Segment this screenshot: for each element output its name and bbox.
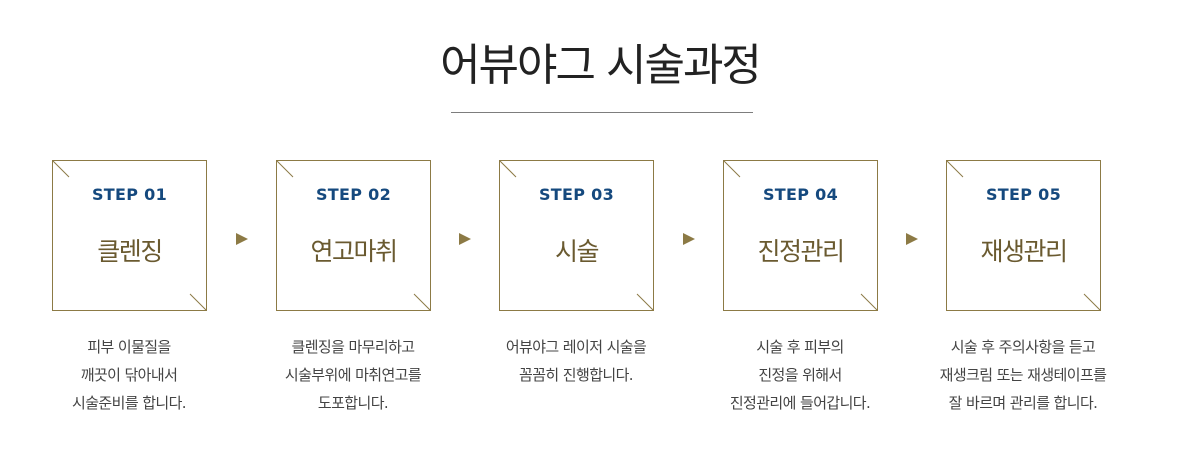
- step-box: [276, 160, 431, 311]
- desc-line: 클렌징을 마무리하고: [291, 338, 416, 356]
- step-box: [946, 160, 1101, 311]
- step-box: [723, 160, 878, 311]
- step-description-1: 피부 이물질을 깨끗이 닦아내서 시술준비를 합니다.: [19, 333, 239, 417]
- corner-deco-icon: [52, 160, 72, 180]
- desc-line: 시술 후 피부의: [756, 338, 844, 356]
- step-card-3: STEP 03 시술: [499, 160, 654, 311]
- corner-deco-icon: [723, 160, 743, 180]
- corner-deco-icon: [411, 291, 431, 311]
- corner-deco-icon: [499, 160, 519, 180]
- page-title: 어뷰야그 시술과정: [440, 40, 762, 91]
- desc-line: 시술부위에 마취연고를: [284, 366, 422, 384]
- arrow-right-icon: [683, 230, 695, 245]
- step-name: 연고마취: [310, 237, 398, 266]
- step-description-5: 시술 후 주의사항을 듣고 재생크림 또는 재생테이프를 잘 바르며 관리를 합…: [913, 333, 1133, 417]
- step-number: STEP 01: [91, 185, 168, 204]
- step-name: 재생관리: [980, 237, 1068, 266]
- desc-line: 진정관리에 들어갑니다.: [729, 394, 871, 412]
- corner-deco-icon: [187, 291, 207, 311]
- corner-deco-icon: [858, 291, 878, 311]
- title-divider: [451, 112, 753, 113]
- desc-line: 잘 바르며 관리를 합니다.: [948, 394, 1098, 412]
- desc-line: 진정을 위해서: [758, 366, 842, 384]
- step-box: [499, 160, 654, 311]
- corner-deco-icon: [634, 291, 654, 311]
- desc-line: 피부 이물질을: [87, 338, 171, 356]
- desc-line: 꼼꼼히 진행합니다.: [519, 366, 634, 384]
- desc-line: 시술 후 주의사항을 듣고: [950, 338, 1096, 356]
- step-card-5: STEP 05 재생관리: [946, 160, 1101, 311]
- arrow-right-icon: [459, 230, 471, 245]
- desc-line: 어뷰야그 레이저 시술을: [505, 338, 647, 356]
- step-number: STEP 03: [538, 185, 615, 204]
- desc-line: 도포합니다.: [317, 394, 389, 412]
- arrow-right-icon: [236, 230, 248, 245]
- step-box: [52, 160, 207, 311]
- step-card-4: STEP 04 진정관리: [723, 160, 878, 311]
- desc-line: 재생크림 또는 재생테이프를: [939, 366, 1107, 384]
- corner-deco-icon: [276, 160, 296, 180]
- arrow-right-icon: [906, 230, 918, 245]
- step-name: 진정관리: [757, 237, 845, 266]
- step-description-3: 어뷰야그 레이저 시술을 꼼꼼히 진행합니다.: [466, 333, 686, 389]
- desc-line: 깨끗이 닦아내서: [80, 366, 178, 384]
- step-card-2: STEP 02 연고마취: [276, 160, 431, 311]
- step-name: 시술: [554, 237, 600, 266]
- step-description-4: 시술 후 피부의 진정을 위해서 진정관리에 들어갑니다.: [690, 333, 910, 417]
- corner-deco-icon: [946, 160, 966, 180]
- step-number: STEP 02: [315, 185, 392, 204]
- step-description-2: 클렌징을 마무리하고 시술부위에 마취연고를 도포합니다.: [243, 333, 463, 417]
- step-number: STEP 05: [985, 185, 1062, 204]
- corner-deco-icon: [1081, 291, 1101, 311]
- desc-line: 시술준비를 합니다.: [72, 394, 187, 412]
- step-card-1: STEP 01 클렌징: [52, 160, 207, 311]
- step-number: STEP 04: [762, 185, 839, 204]
- step-name: 클렌징: [97, 237, 163, 266]
